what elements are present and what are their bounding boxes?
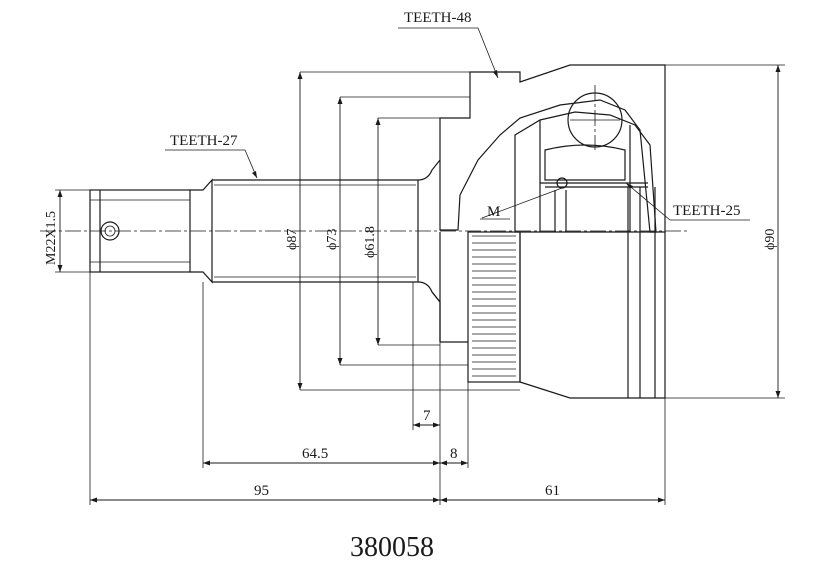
dim-64-5-label: 64.5 [302,446,328,462]
diameter-dimensions [55,64,785,399]
thread-size-label: M22X1.5 [44,211,59,265]
diameter-73-label: ϕ73 [325,229,340,250]
teeth-25-label: TEETH-25 [673,203,740,219]
m-mark-label: M [487,204,500,220]
part-number: 380058 [350,532,434,563]
teeth-48-label: TEETH-48 [404,10,471,26]
abs-tone-ring [467,231,521,383]
label-leaders [165,27,750,221]
diameter-61-8-label: ϕ61.8 [363,226,378,258]
diameter-87-label: ϕ87 [285,229,300,250]
bell-housing-lower [431,187,666,399]
tone-ring-teeth [472,235,516,377]
bell-housing-section [439,64,666,233]
dim-61-label: 61 [545,483,560,499]
diameter-90-label: ϕ90 [763,229,778,250]
teeth-27-label: TEETH-27 [170,133,238,149]
dim-95-label: 95 [254,483,269,499]
threaded-stub [89,178,213,284]
splined-shaft [212,159,441,303]
dim-8-label: 8 [450,446,458,462]
length-dimensions [57,65,781,505]
dim-7-label: 7 [423,408,431,424]
